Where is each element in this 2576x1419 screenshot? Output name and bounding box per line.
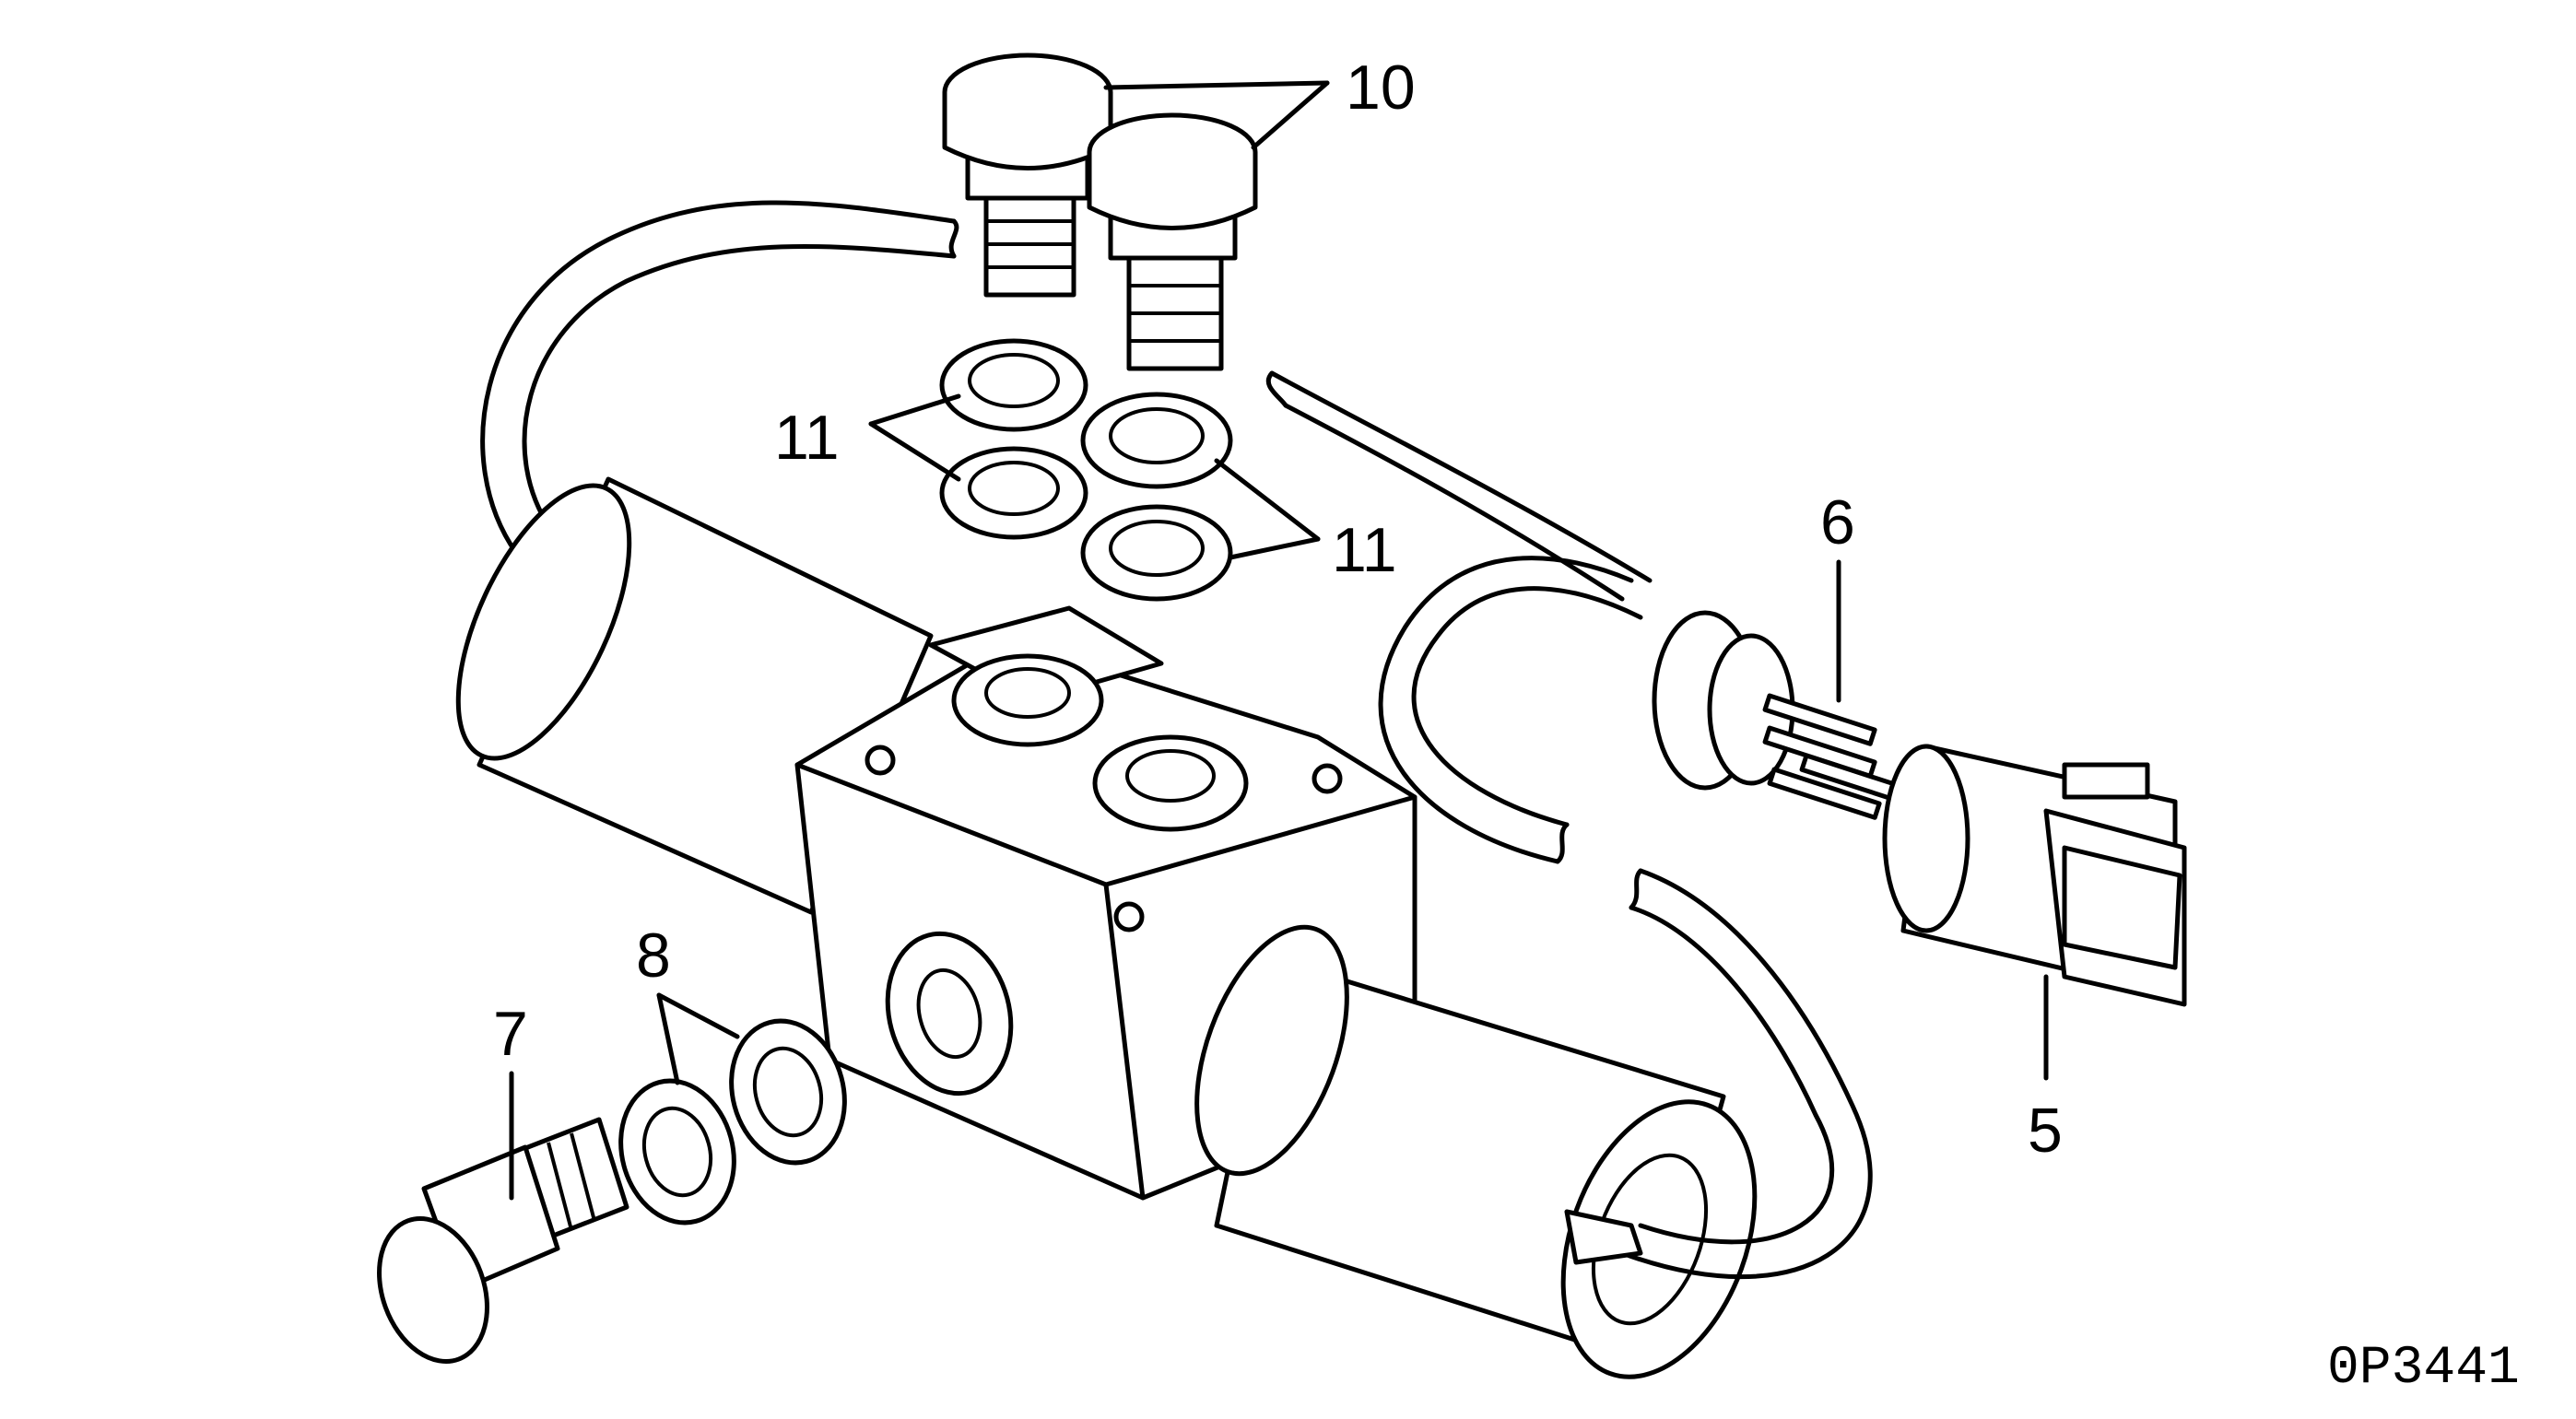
callout-5: 5 <box>2028 1096 2063 1166</box>
right-solenoid-coil <box>1194 924 1758 1379</box>
banjo-bolt-10a <box>942 53 1113 298</box>
leader-lines <box>509 80 2049 1201</box>
banjo-bolt-7 <box>377 1117 629 1364</box>
connector-housing-5 <box>1882 744 2187 1007</box>
callout-11-left: 11 <box>774 403 840 473</box>
lower-hose <box>1564 868 1873 1280</box>
drawing-reference: 0P3441 <box>2327 1339 2520 1399</box>
banjo-bolt-10b <box>1087 112 1258 371</box>
callout-7: 7 <box>493 999 528 1069</box>
washers-11 <box>939 338 1233 602</box>
callout-10: 10 <box>1346 53 1416 123</box>
callout-6: 6 <box>1820 487 1855 557</box>
callout-11-right: 11 <box>1332 515 1397 585</box>
upper-right-cable <box>1265 370 1653 602</box>
mid-hose <box>1378 556 1643 864</box>
valve-body <box>794 605 1417 1201</box>
washers-8 <box>618 1018 847 1226</box>
connector-6 <box>1652 610 1914 820</box>
upper-left-hose <box>480 200 959 556</box>
callout-8: 8 <box>636 921 671 991</box>
